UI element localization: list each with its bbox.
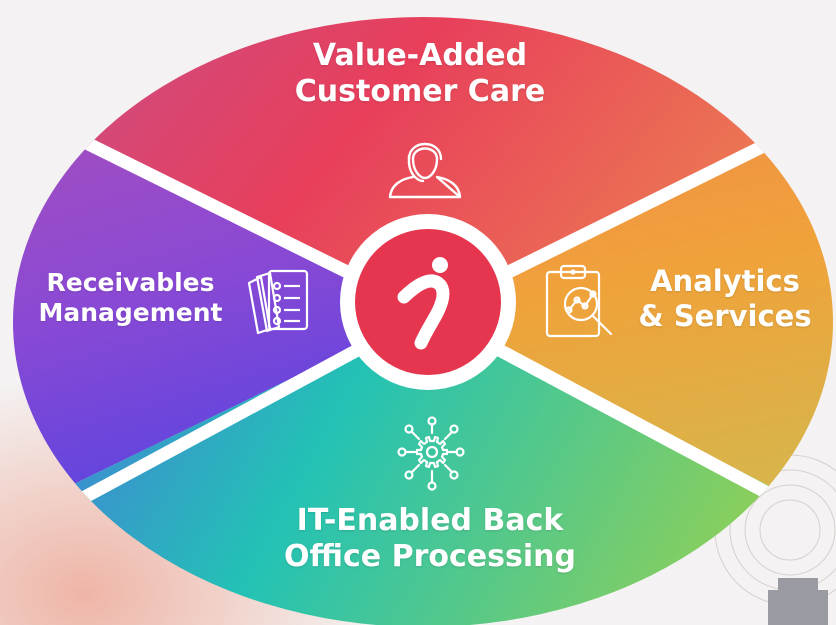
segment-right-analytics (428, 105, 833, 520)
segment-top-line-1: Value-Added (312, 38, 528, 73)
segment-right-label: Analytics & Services (615, 264, 835, 334)
segment-top-label: Value-Added Customer Care (210, 38, 630, 110)
clipboard-analytics-magnifier-icon (545, 264, 613, 338)
segment-bottom-line-2: Office Processing (284, 539, 576, 574)
segment-right-line-2: & Services (638, 298, 812, 333)
customer-support-headset-icon (388, 142, 462, 199)
segment-left-label: Receivables Management (18, 268, 243, 328)
segment-bottom-it-back-office (13, 312, 833, 625)
segment-left-receivables (13, 105, 428, 520)
segment-bottom-line-1: IT-Enabled Back (296, 503, 564, 538)
building-silhouette (768, 578, 828, 625)
network-gear-hub-icon (397, 416, 465, 491)
brand-i-logo-icon (397, 257, 450, 350)
segment-bottom-label: IT-Enabled Back Office Processing (230, 503, 630, 575)
segment-top-line-2: Customer Care (294, 74, 546, 109)
segment-left-line-2: Management (38, 298, 223, 327)
documents-checklist-icon (247, 269, 309, 335)
segment-right-line-1: Analytics (650, 264, 800, 298)
segment-left-line-1: Receivables (46, 268, 215, 297)
center-logo-disc (355, 229, 501, 375)
segment-top-customer-care (13, 17, 833, 312)
